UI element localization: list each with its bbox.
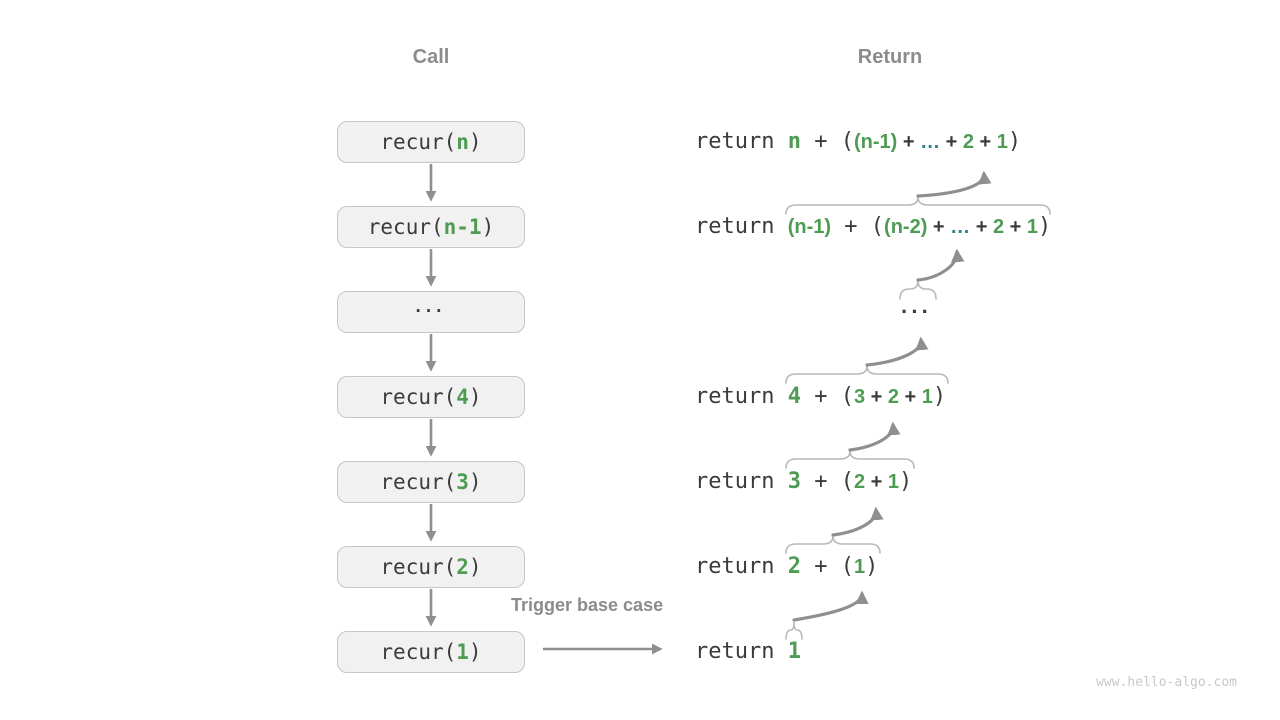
text-segment: 1 (456, 640, 469, 664)
text-segment: … (950, 216, 971, 238)
return-curved-arrow-icon (865, 336, 929, 367)
text-segment: return (695, 469, 788, 494)
text-segment: ) (468, 640, 482, 664)
text-segment: + (927, 216, 951, 238)
text-segment: 4 (456, 385, 469, 409)
text-segment: ) (865, 554, 879, 579)
text-segment: ) (468, 470, 482, 494)
return-expression-ellipsis: ··· (901, 297, 932, 327)
text-segment: n (787, 129, 801, 154)
text-segment: 2 (992, 216, 1005, 238)
text-segment: n-1 (443, 215, 482, 239)
overbrace (785, 450, 915, 469)
text-segment: 3 (456, 470, 469, 494)
call-box-recur-1: recur(1) (337, 631, 525, 673)
text-segment: 2 (456, 555, 469, 579)
text-segment: + (865, 471, 888, 493)
return-curved-arrow-icon (916, 248, 965, 282)
text-segment: (n-1) (853, 131, 898, 153)
text-segment: + (899, 386, 922, 408)
return-curved-arrow-icon (848, 421, 901, 452)
text-segment: 1 (996, 131, 1008, 153)
text-segment: 1 (921, 386, 933, 408)
return-expression-n: return n + ((n-1) + … + 2 + 1) (695, 127, 1021, 157)
text-segment: recur( (380, 385, 457, 409)
trigger-base-case-label: Trigger base case (511, 595, 664, 615)
text-segment: recur( (380, 555, 457, 579)
text-segment: ) (1007, 129, 1022, 154)
text-segment: 2 (887, 386, 899, 408)
text-segment: return (695, 214, 788, 239)
text-segment: 1 (1026, 216, 1038, 238)
text-segment: 1 (887, 471, 899, 493)
text-segment: return (695, 639, 788, 664)
return-expression-1: return 1 (695, 637, 801, 667)
text-segment: 4 (787, 384, 801, 409)
call-box-recur-n-1: recur(n-1) (337, 206, 525, 248)
return-curved-arrow-icon (831, 506, 884, 537)
call-box-recur-3: recur(3) (337, 461, 525, 503)
text-segment: 1 (853, 556, 866, 578)
watermark: www.hello-algo.com (1096, 675, 1237, 690)
call-column-header: Call (412, 46, 450, 68)
text-segment: recur( (367, 215, 444, 239)
text-segment: ) (468, 385, 482, 409)
text-segment: recur( (380, 470, 457, 494)
text-segment: 3 (853, 386, 866, 408)
text-segment: recur( (380, 130, 457, 154)
text-segment: … (920, 131, 941, 153)
text-segment: ) (932, 384, 947, 409)
return-expression-n-1: return (n-1) + ((n-2) + … + 2 + 1) (695, 212, 1051, 242)
text-segment: 2 (853, 471, 866, 493)
return-expression-4: return 4 + (3 + 2 + 1) (695, 382, 946, 412)
text-segment: 2 (787, 554, 801, 579)
text-segment: 1 (787, 639, 801, 664)
overbrace (785, 535, 881, 554)
text-segment: + (897, 131, 921, 153)
overbrace (785, 621, 803, 640)
return-curved-arrow-icon (792, 590, 869, 622)
text-segment: + (974, 131, 997, 153)
overbrace (785, 365, 949, 384)
return-expression-3: return 3 + (2 + 1) (695, 467, 912, 497)
text-segment: + (940, 131, 963, 153)
text-segment: ) (481, 215, 495, 239)
text-segment: return (695, 129, 788, 154)
call-box-recur-2: recur(2) (337, 546, 525, 588)
return-column-header: Return (857, 46, 923, 68)
text-segment: ) (1038, 214, 1052, 239)
text-segment: n (456, 130, 469, 154)
text-segment: + ( (800, 469, 854, 494)
call-box-recur-n: recur(n) (337, 121, 525, 163)
text-segment: return (695, 554, 788, 579)
text-segment: + (1004, 216, 1027, 238)
text-segment: + ( (800, 554, 854, 579)
text-segment: + ( (831, 214, 885, 239)
text-segment: + ( (800, 129, 854, 154)
text-segment: return (695, 384, 788, 409)
text-segment: ) (899, 469, 913, 494)
return-curved-arrow-icon (916, 170, 992, 198)
call-box-ellipsis: ··· (337, 291, 525, 333)
text-segment: (n-2) (884, 216, 928, 238)
call-box-recur-4: recur(4) (337, 376, 525, 418)
text-segment: ) (468, 130, 482, 154)
text-segment: + ( (800, 384, 854, 409)
text-segment: + (865, 386, 888, 408)
text-segment: ) (468, 555, 482, 579)
text-segment: 2 (962, 131, 974, 153)
text-segment: (n-1) (787, 216, 832, 238)
text-segment: ··· (901, 299, 932, 324)
return-expression-2: return 2 + (1) (695, 552, 878, 582)
text-segment: 3 (787, 469, 801, 494)
text-segment: + (970, 216, 993, 238)
text-segment: ··· (415, 301, 447, 322)
text-segment: recur( (380, 640, 457, 664)
